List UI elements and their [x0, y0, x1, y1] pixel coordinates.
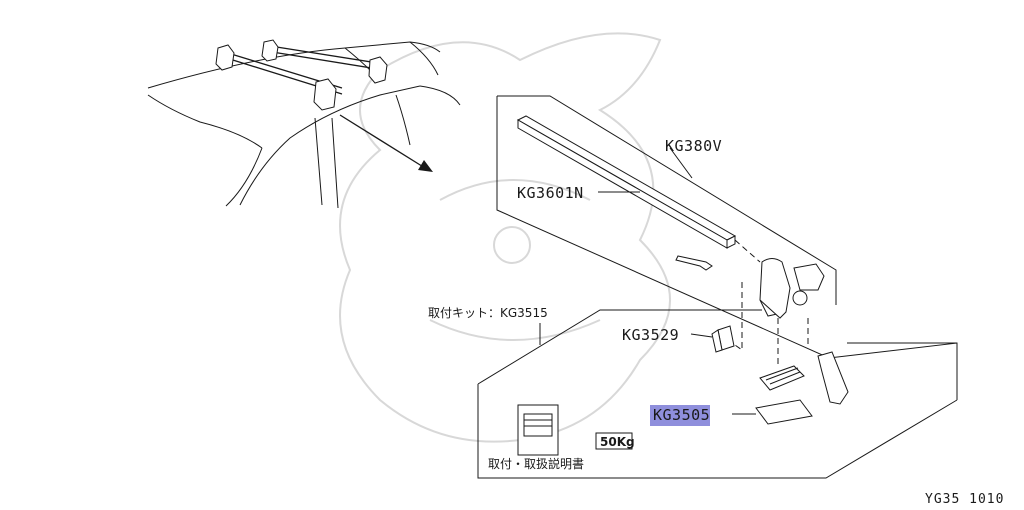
hex-key-part [675, 255, 713, 271]
foot-bracket-part [759, 258, 825, 319]
manual-booklet-part [517, 404, 559, 456]
label-bar: KG380V [665, 137, 722, 155]
assembly-dashes [727, 239, 809, 365]
highlight-box [650, 405, 710, 426]
label-weight-sticker: 50Kg [600, 435, 635, 449]
hook-part [817, 351, 849, 405]
rail-part [516, 115, 737, 249]
weight-sticker-part [595, 432, 633, 450]
leader-lines [539, 147, 756, 415]
label-rail: KG3601N [517, 184, 584, 202]
direction-arrow [339, 114, 433, 172]
car-roof-illustration [147, 39, 461, 209]
label-kit: 取付キット：KG3515 [428, 306, 548, 320]
label-clip: KG3529 [622, 326, 679, 344]
watermark-emblem [339, 32, 671, 443]
kit-panel [477, 309, 958, 479]
reference-code: YG35 1010 [925, 492, 1004, 507]
pad-part [755, 399, 813, 425]
label-manual: 取付・取扱説明書 [488, 456, 584, 471]
clip-part [711, 325, 735, 353]
rubber-pad-part [759, 365, 805, 391]
label-highlighted-part: KG3505 [653, 406, 710, 424]
